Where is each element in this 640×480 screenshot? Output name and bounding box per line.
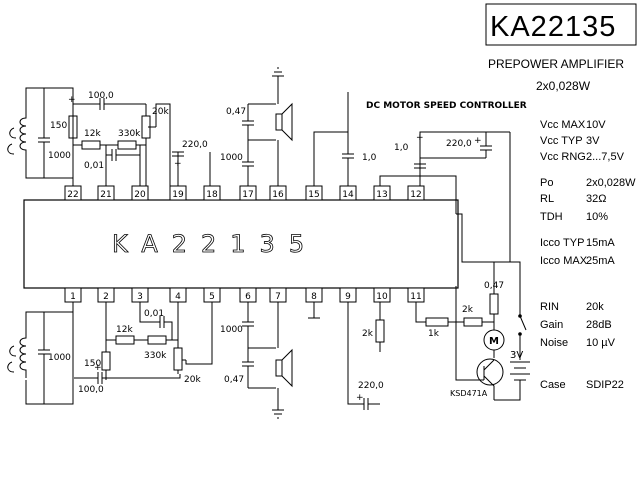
- pin-label-5: 5: [209, 292, 215, 302]
- svg-text:+: +: [68, 95, 76, 105]
- pin-box-13: [373, 185, 391, 201]
- c-001-top: 0,01: [84, 161, 104, 171]
- spec-label-1: Vcc TYP: [540, 135, 583, 147]
- pin-label-14: 14: [342, 190, 354, 200]
- motor-control-section: 0,47 M KSD471A 3V: [450, 132, 530, 401]
- c-10-pin12: 1,0: [394, 143, 409, 153]
- c-1000-bottom: 1000: [220, 325, 243, 335]
- subtitle: PREPOWER AMPLIFIER: [488, 57, 624, 71]
- spec-value-11: SDIP22: [586, 379, 624, 391]
- pin-box-12: [407, 185, 425, 201]
- spec-label-9: Gain: [540, 319, 563, 331]
- pin-box-18: [203, 185, 221, 201]
- c-220-bottom: 220,0: [358, 381, 384, 391]
- title: KA22135: [490, 11, 616, 43]
- motor-label: M: [489, 336, 499, 347]
- c-047-top: 0,47: [226, 107, 246, 117]
- upper-input-section: 1000 150 100,0 + 12k 0,01 330k 20k 220,0…: [7, 67, 510, 214]
- spec-value-4: 32Ω: [586, 193, 606, 205]
- c-1000-left-top: 1000: [48, 151, 71, 161]
- c-10-pin14: 1,0: [362, 153, 377, 163]
- lower-input-section: 1000 150 100,0 + 12k 330k 0,01 20k 1000 …: [7, 286, 495, 419]
- title-box: [485, 3, 637, 46]
- spec-label-6: Icco TYP: [540, 237, 584, 249]
- c-047-motor: 0,47: [484, 281, 504, 291]
- pin-label-17: 17: [242, 190, 253, 200]
- pin-label-9: 9: [345, 292, 351, 302]
- spec-label-10: Noise: [540, 337, 568, 349]
- spec-label-8: RIN: [540, 301, 559, 313]
- r-12k-bottom: 12k: [116, 325, 133, 335]
- c-220-right: 220,0: [446, 139, 472, 149]
- svg-text:+: +: [174, 159, 182, 169]
- spec-value-5: 10%: [586, 211, 608, 223]
- spec-value-3: 2x0,028W: [586, 177, 636, 189]
- r-1k: 1k: [428, 329, 440, 339]
- c-220-top: 220,0: [182, 140, 208, 150]
- pin-label-13: 13: [376, 190, 387, 200]
- pin-label-6: 6: [245, 292, 251, 302]
- spec-value-9: 28dB: [586, 319, 612, 331]
- r-2k-pin10: 2k: [362, 329, 374, 339]
- pin-label-12: 12: [410, 190, 421, 200]
- pin-label-22: 22: [67, 190, 78, 200]
- svg-text:+: +: [416, 133, 424, 143]
- pin-label-1: 1: [70, 292, 76, 302]
- spec-value-0: 10V: [586, 119, 606, 131]
- power-rating: 2x0,028W: [536, 79, 591, 93]
- spec-label-3: Po: [540, 177, 553, 189]
- spec-label-2: Vcc RNG: [540, 151, 586, 163]
- pin-label-11: 11: [410, 292, 421, 302]
- pin-label-18: 18: [206, 190, 218, 200]
- r-150-bottom: 150: [84, 359, 101, 369]
- spec-value-10: 10 µV: [586, 337, 616, 349]
- pin-label-4: 4: [175, 292, 181, 302]
- spec-label-11: Case: [540, 379, 566, 391]
- spec-label-0: Vcc MAX: [540, 119, 586, 131]
- pin-label-15: 15: [308, 190, 319, 200]
- ic-label: KA22135: [112, 230, 318, 258]
- pin-label-8: 8: [311, 292, 317, 302]
- c-001-bottom: 0,01: [144, 309, 164, 319]
- spec-label-7: Icco MAX: [540, 255, 588, 267]
- c-100-bottom: 100,0: [78, 385, 104, 395]
- pin-label-7: 7: [275, 292, 281, 302]
- pin-label-10: 10: [376, 292, 388, 302]
- pin-label-19: 19: [172, 190, 184, 200]
- c-1000-left-bottom: 1000: [48, 353, 71, 363]
- spec-label-4: RL: [540, 193, 554, 205]
- spec-value-6: 15mA: [586, 237, 615, 249]
- pin-box-10: [373, 287, 391, 303]
- pot-20k-top: 20k: [152, 107, 169, 117]
- pin-label-21: 21: [100, 190, 111, 200]
- svg-text:+: +: [474, 136, 482, 146]
- svg-text:+: +: [356, 393, 364, 403]
- transistor-label: KSD471A: [450, 389, 488, 398]
- c-047-bottom: 0,47: [224, 375, 244, 385]
- pin-label-16: 16: [272, 190, 284, 200]
- r-2k-base: 2k: [462, 305, 474, 315]
- spec-label-5: TDH: [540, 211, 563, 223]
- c-1000-top: 1000: [220, 153, 243, 163]
- spec-value-2: 2...7,5V: [586, 151, 625, 163]
- spec-value-8: 20k: [586, 301, 604, 313]
- c-100-top: 100,0: [88, 91, 114, 101]
- svg-text:+: +: [94, 363, 102, 373]
- spec-value-7: 25mA: [586, 255, 615, 267]
- pin-label-20: 20: [134, 190, 146, 200]
- pot-20k-bottom: 20k: [184, 375, 201, 385]
- r-150-top: 150: [50, 121, 67, 131]
- pin-label-2: 2: [103, 292, 109, 302]
- pin-label-3: 3: [137, 292, 143, 302]
- r-330k-bottom: 330k: [144, 351, 167, 361]
- r-330k-top: 330k: [118, 129, 141, 139]
- battery-label: 3V: [510, 350, 523, 361]
- r-12k-top: 12k: [84, 129, 101, 139]
- spec-value-1: 3V: [586, 135, 600, 147]
- section-label: DC MOTOR SPEED CONTROLLER: [366, 101, 527, 111]
- transistor-symbol: [476, 358, 504, 386]
